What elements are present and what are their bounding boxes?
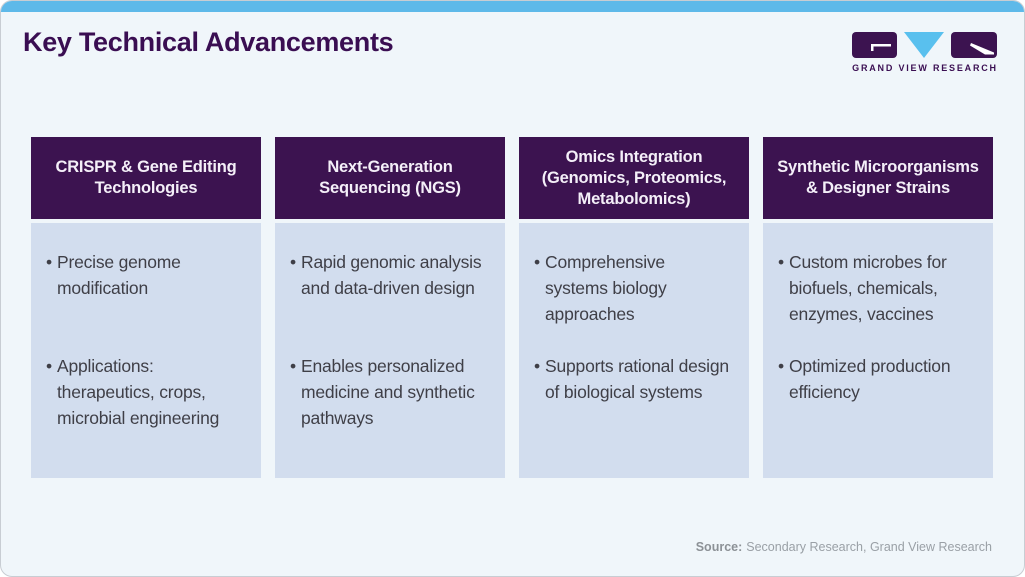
top-accent-bar xyxy=(1,1,1024,12)
bullet-dot-icon: • xyxy=(46,356,52,376)
bullet-dot-icon: • xyxy=(534,252,540,272)
source-text: Secondary Research, Grand View Research xyxy=(746,540,992,554)
card-body: • Custom microbes for biofuels, chemical… xyxy=(763,223,993,478)
bullet-item: • Precise genome modification xyxy=(46,249,243,353)
bullet-item: • Custom microbes for biofuels, chemical… xyxy=(778,249,975,353)
logo-letter-g-icon xyxy=(852,32,897,58)
bullet-dot-icon: • xyxy=(46,252,52,272)
cards-row: CRISPR & Gene Editing Technologies • Pre… xyxy=(31,137,994,478)
bullet-text: Optimized production efficiency xyxy=(789,356,951,402)
bullet-text: Applications: therapeutics, crops, micro… xyxy=(57,356,220,428)
bullet-item: • Enables personalized medicine and synt… xyxy=(290,353,487,431)
gvr-logo: GRAND VIEW RESEARCH xyxy=(852,31,998,73)
card-body: • Rapid genomic analysis and data-driven… xyxy=(275,223,505,478)
card-body: • Comprehensive systems biology approach… xyxy=(519,223,749,478)
bullet-item: • Supports rational design of biological… xyxy=(534,353,731,405)
bullet-item: • Comprehensive systems biology approach… xyxy=(534,249,731,353)
card-header: Omics Integration (Genomics, Proteomics,… xyxy=(519,137,749,219)
bullet-text: Supports rational design of biological s… xyxy=(545,356,729,402)
card-header: Synthetic Microorganisms & Designer Stra… xyxy=(763,137,993,219)
page-title: Key Technical Advancements xyxy=(23,27,394,57)
bullet-text: Comprehensive systems biology approaches xyxy=(545,252,667,324)
bullet-text: Rapid genomic analysis and data-driven d… xyxy=(301,252,482,298)
logo-letter-v-icon xyxy=(904,32,944,58)
logo-letter-r-icon xyxy=(951,32,997,58)
gvr-logo-mark-icon xyxy=(852,32,997,58)
card-body: • Precise genome modification • Applicat… xyxy=(31,223,261,478)
bullet-dot-icon: • xyxy=(778,252,784,272)
bullet-dot-icon: • xyxy=(290,356,296,376)
bullet-text: Enables personalized medicine and synthe… xyxy=(301,356,475,428)
bullet-item: • Optimized production efficiency xyxy=(778,353,975,405)
card-omics: Omics Integration (Genomics, Proteomics,… xyxy=(519,137,749,478)
bullet-dot-icon: • xyxy=(290,252,296,272)
bullet-text: Custom microbes for biofuels, chemicals,… xyxy=(789,252,947,324)
bullet-dot-icon: • xyxy=(778,356,784,376)
card-header: CRISPR & Gene Editing Technologies xyxy=(31,137,261,219)
card-synthetic-microorganisms: Synthetic Microorganisms & Designer Stra… xyxy=(763,137,993,478)
bullet-item: • Applications: therapeutics, crops, mic… xyxy=(46,353,243,431)
source-line: Source:Secondary Research, Grand View Re… xyxy=(696,540,992,554)
bullet-text: Precise genome modification xyxy=(57,252,181,298)
card-ngs: Next-Generation Sequencing (NGS) • Rapid… xyxy=(275,137,505,478)
source-label: Source: xyxy=(695,540,743,554)
bullet-dot-icon: • xyxy=(534,356,540,376)
bullet-item: • Rapid genomic analysis and data-driven… xyxy=(290,249,487,353)
card-header: Next-Generation Sequencing (NGS) xyxy=(275,137,505,219)
card-crispr: CRISPR & Gene Editing Technologies • Pre… xyxy=(31,137,261,478)
logo-caption: GRAND VIEW RESEARCH xyxy=(852,63,998,73)
